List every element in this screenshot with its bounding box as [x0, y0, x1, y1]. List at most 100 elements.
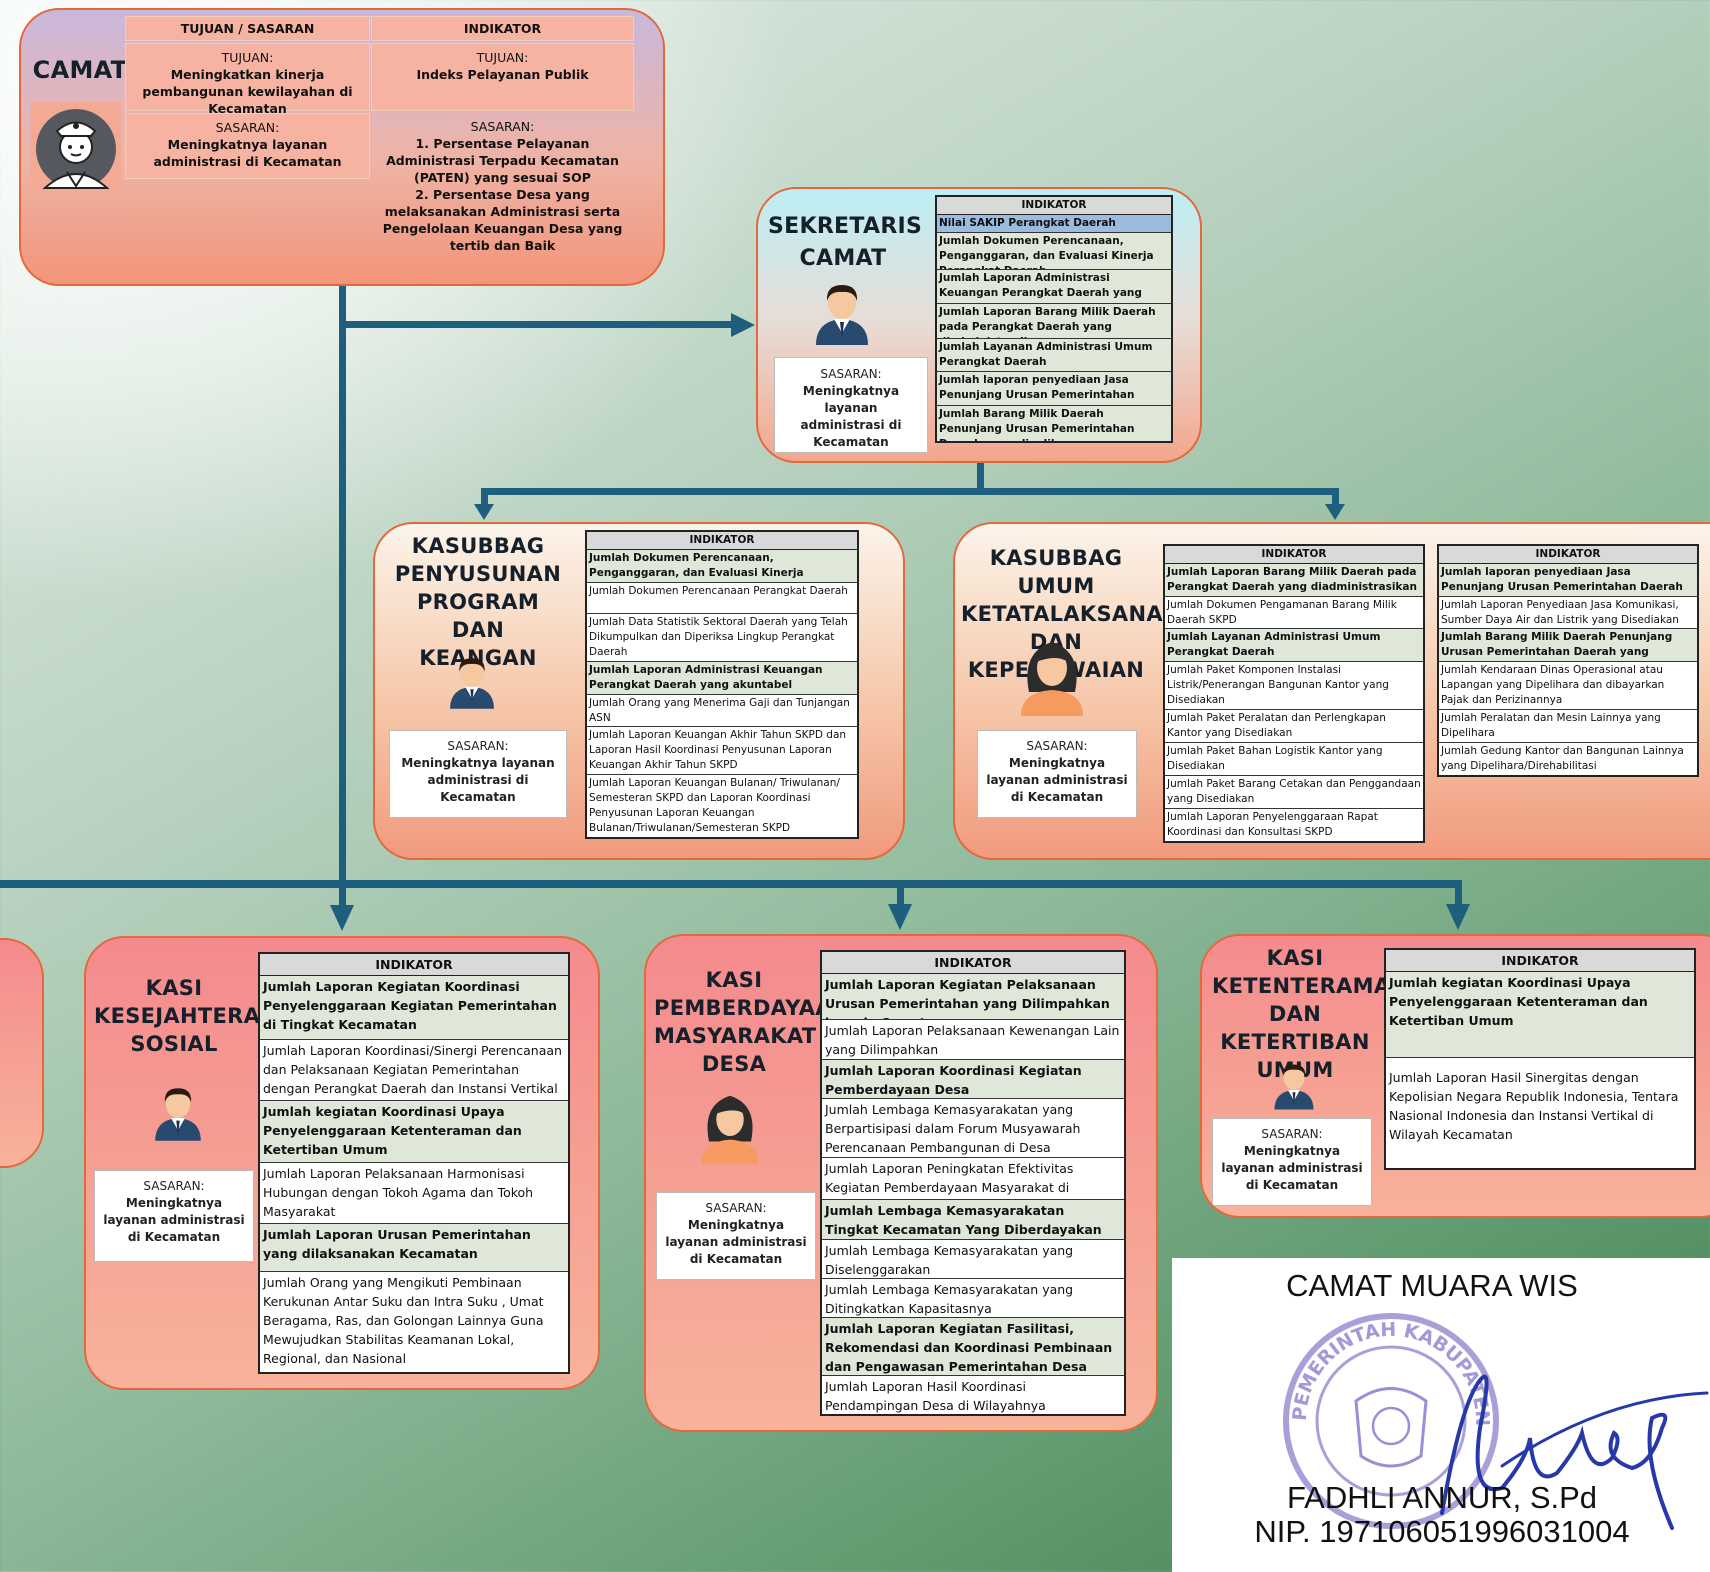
kasi-pemberdayaan-indikator-row: Jumlah Laporan Peningkatan Efektivitas K… — [822, 1158, 1124, 1200]
female-avatar-icon — [701, 1095, 759, 1164]
signature-title: CAMAT MUARA WIS — [1286, 1268, 1578, 1303]
connector-sek-down — [977, 463, 984, 493]
kasi-kesejahteraan-title: KASI KESEJAHTERAAN SOSIAL — [94, 976, 295, 1056]
arrow-to-kasubbag-program — [474, 504, 494, 520]
kasubbag-umum-sasaran-label: SASARAN: — [1026, 739, 1088, 753]
camat-head-tujuan: TUJUAN / SASARAN — [125, 16, 370, 41]
camat-sasaran-indikator-cell: SASARAN: 1. Persentase Pelayanan Adminis… — [371, 113, 634, 283]
connector-to-sekretaris — [339, 321, 731, 328]
connector-kasi-horizontal — [0, 880, 1462, 888]
arrow-to-kasi-ketenteraman — [1446, 904, 1470, 930]
kasubbag-umum-indikator-row: Jumlah Peralatan dan Mesin Lainnya yang … — [1439, 710, 1697, 743]
kasi-kesejahteraan-indikator-row: Jumlah Laporan Pelaksanaan Harmonisasi H… — [260, 1163, 568, 1224]
arrow-to-kasi-pemberdayaan — [888, 904, 912, 930]
kasubbag-umum-indikator-row: Jumlah Paket Peralatan dan Perlengkapan … — [1165, 710, 1423, 743]
kasubbag-umum-indikator-row: Jumlah Paket Bahan Logistik Kantor yang … — [1165, 743, 1423, 776]
kasi-pemberdayaan-sasaran-label: SASARAN: — [705, 1201, 767, 1215]
kasi-pemberdayaan-indikator-row: Jumlah Laporan Koordinasi Kegiatan Pembe… — [822, 1060, 1124, 1099]
kasubbag-program-indikator-row: Jumlah Laporan Keuangan Akhir Tahun SKPD… — [587, 727, 857, 775]
kasubbag-umum-indikator-row: Jumlah Barang Milik Daerah Penunjang Uru… — [1439, 629, 1697, 662]
kasubbag-umum-indikator-row: Jumlah Paket Komponen Instalasi Listrik/… — [1165, 662, 1423, 710]
kasi-ketenteraman-sasaran: SASARAN: Meningkatnya layanan administra… — [1212, 1118, 1372, 1206]
male-avatar-icon — [1274, 1064, 1314, 1110]
kasi-pemberdayaan-indikator-row: Jumlah Lembaga Kemasyarakatan Tingkat Ke… — [822, 1200, 1124, 1240]
camat-tujuan-cell: TUJUAN: Meningkatkan kinerja pembangunan… — [125, 43, 370, 116]
sekretaris-indikator-row: Jumlah Dokumen Perencanaan, Penganggaran… — [937, 233, 1171, 270]
kasi-pemberdayaan-indikator-header: INDIKATOR — [822, 952, 1124, 974]
kasubbag-program-indikator-row: Jumlah Laporan Administrasi Keuangan Per… — [587, 662, 857, 695]
male-avatar-icon — [450, 658, 494, 709]
kasubbag-umum-indikator-row: Jumlah laporan penyediaan Jasa Penunjang… — [1439, 564, 1697, 597]
kasubbag-program-indikator-row: Jumlah Dokumen Perencanaan Perangkat Dae… — [587, 583, 857, 614]
kasi-ketenteraman-indikator-row: Jumlah Laporan Hasil Sinergitas dengan K… — [1389, 1070, 1679, 1142]
kasi-kesejahteraan-sasaran-label: SASARAN: — [143, 1179, 205, 1193]
signature-scribble-icon — [1440, 1374, 1709, 1530]
camat-sasaran-ind-label: SASARAN: — [470, 119, 535, 134]
male-avatar-icon — [816, 285, 868, 345]
camat-sasaran-ind-2: 2. Persentase Desa yang melaksanakan Adm… — [382, 187, 623, 253]
kasubbag-umum-sasaran: SASARAN: Meningkatnya layanan administra… — [977, 730, 1137, 818]
sekretaris-indikator-table: INDIKATOR Nilai SAKIP Perangkat Daerah J… — [935, 195, 1173, 443]
camat-sasaran-text: Meningkatnya layanan administrasi di Kec… — [153, 137, 342, 169]
kasi-ketenteraman-card: KASI KETENTERAMAN DAN KETERTIBAN UMUM SA… — [1200, 934, 1710, 1218]
kasubbag-umum-card: KASUBBAG UMUM KETATALAKSANAAN DAN KEPEGA… — [953, 522, 1710, 860]
kasi-kesejahteraan-indikator-table: INDIKATOR Jumlah Laporan Kegiatan Koordi… — [258, 952, 570, 1374]
officer-avatar-icon — [36, 109, 116, 189]
kasi-pemberdayaan-sasaran-text: Meningkatnya layanan administrasi di Kec… — [665, 1218, 807, 1266]
sekretaris-indikator-row: Nilai SAKIP Perangkat Daerah — [937, 215, 1171, 233]
kasubbag-program-sasaran-text: Meningkatnya layanan administrasi di Kec… — [401, 756, 555, 804]
connector-main-vertical — [339, 284, 346, 909]
kasubbag-umum-indikator-header-1: INDIKATOR — [1165, 546, 1423, 564]
official-stamp-icon: PEMERINTAH KABUPATEN — [1283, 1313, 1499, 1529]
connector-kasubbag-right-down — [1332, 488, 1339, 506]
arrow-to-kasubbag-umum — [1325, 504, 1345, 520]
kasubbag-program-title: KASUBBAG PENYUSUNAN PROGRAM DAN KEANGAN — [394, 534, 562, 670]
partial-card-left — [0, 938, 44, 1168]
kasubbag-program-card: KASUBBAG PENYUSUNAN PROGRAM DAN KEANGAN … — [373, 522, 905, 860]
kasubbag-umum-indikator-row: Jumlah Gedung Kantor dan Bangunan Lainny… — [1441, 745, 1684, 772]
camat-sasaran-label: SASARAN: — [215, 120, 280, 135]
sekretaris-indikator-row: Jumlah Laporan Barang Milik Daerah pada … — [937, 304, 1171, 339]
kasubbag-umum-indikator-table-2: INDIKATOR Jumlah laporan penyediaan Jasa… — [1437, 544, 1699, 777]
kasi-kesejahteraan-indikator-row: Jumlah kegiatan Koordinasi Upaya Penyele… — [260, 1101, 568, 1163]
female-avatar-icon — [1021, 642, 1083, 716]
kasubbag-umum-indikator-row: Jumlah Laporan Barang Milik Daerah pada … — [1165, 564, 1423, 597]
kasubbag-program-indikator-row: Jumlah Orang yang Menerima Gaji dan Tunj… — [587, 695, 857, 727]
signature-name: FADHLI ANNUR, S.Pd — [1286, 1480, 1598, 1515]
kasubbag-umum-indikator-row: Jumlah Kendaraan Dinas Operasional atau … — [1439, 662, 1697, 710]
camat-tujuan-ind-text: Indeks Pelayanan Publik — [416, 67, 589, 82]
kasi-ketenteraman-indikator-header: INDIKATOR — [1386, 950, 1694, 972]
kasi-pemberdayaan-card: KASI PEMBERDAYAAN MASYARAKAT DESA SASARA… — [644, 934, 1158, 1432]
kasi-pemberdayaan-indikator-row: Jumlah Lembaga Kemasyarakatan yang Ditin… — [822, 1279, 1124, 1318]
kasi-pemberdayaan-indikator-row: Jumlah Lembaga Kemasyarakatan yang Berpa… — [822, 1099, 1124, 1158]
camat-tujuan-label: TUJUAN: — [221, 50, 274, 65]
camat-tujuan-indikator-cell: TUJUAN: Indeks Pelayanan Publik — [371, 43, 634, 111]
sekretaris-indikator-row: Jumlah Layanan Administrasi Umum Perangk… — [937, 339, 1171, 372]
kasubbag-umum-indikator-row: Jumlah Paket Barang Cetakan dan Penggand… — [1165, 776, 1423, 809]
sekretaris-sasaran-label: SASARAN: — [820, 367, 882, 381]
sekretaris-sasaran: SASARAN: Meningkatnya layanan administra… — [774, 357, 928, 453]
kasi-kesejahteraan-card: KASI KESEJAHTERAAN SOSIAL SASARAN: Menin… — [84, 936, 600, 1390]
kasi-kesejahteraan-indikator-row: Jumlah Laporan Kegiatan Koordinasi Penye… — [260, 976, 568, 1040]
sekretaris-indikator-row: Jumlah laporan penyediaan Jasa Penunjang… — [937, 372, 1171, 406]
kasubbag-program-indikator-row: Jumlah Data Statistik Sektoral Daerah ya… — [587, 614, 857, 662]
kasubbag-umum-indikator-row: Jumlah Laporan Penyelenggaraan Rapat Koo… — [1167, 811, 1378, 838]
sekretaris-indikator-row: Jumlah Laporan Administrasi Keuangan Per… — [937, 270, 1171, 304]
connector-kasi-mid-down — [897, 884, 904, 906]
kasi-pemberdayaan-indikator-row: Jumlah Laporan Kegiatan Pelaksanaan Urus… — [822, 974, 1124, 1020]
kasi-pemberdayaan-indikator-row: Jumlah Laporan Kegiatan Fasilitasi, Reko… — [822, 1318, 1124, 1376]
kasi-ketenteraman-indikator-row: Jumlah kegiatan Koordinasi Upaya Penyele… — [1386, 972, 1694, 1058]
kasi-kesejahteraan-indikator-row: Jumlah Laporan Urusan Pemerintahan yang … — [260, 1224, 568, 1272]
kasubbag-program-indikator-row: Jumlah Dokumen Perencanaan, Penganggaran… — [587, 550, 857, 583]
kasi-pemberdayaan-indikator-row: Jumlah Laporan Pelaksanaan Kewenangan La… — [822, 1020, 1124, 1060]
kasubbag-umum-sasaran-text: Meningkatnya layanan administrasi di Kec… — [986, 756, 1128, 804]
camat-title: CAMAT — [32, 56, 128, 84]
kasi-pemberdayaan-indikator-row: Jumlah Lembaga Kemasyarakatan yang Disel… — [822, 1240, 1124, 1279]
camat-sasaran-cell: SASARAN: Meningkatnya layanan administra… — [125, 113, 370, 179]
kasubbag-umum-indikator-row: Jumlah Dokumen Pengamanan Barang Milik D… — [1165, 597, 1423, 629]
arrow-to-sekretaris — [731, 313, 755, 337]
sekretaris-card: SEKRETARIS CAMAT SASARAN: Meningkatnya l… — [756, 187, 1202, 463]
signature-block: CAMAT MUARA WIS PEMERINTAH KABUPATEN FAD… — [1172, 1258, 1710, 1572]
sekretaris-indikator-header: INDIKATOR — [937, 197, 1171, 215]
kasi-pemberdayaan-indikator-table: INDIKATOR Jumlah Laporan Kegiatan Pelaks… — [820, 950, 1126, 1416]
